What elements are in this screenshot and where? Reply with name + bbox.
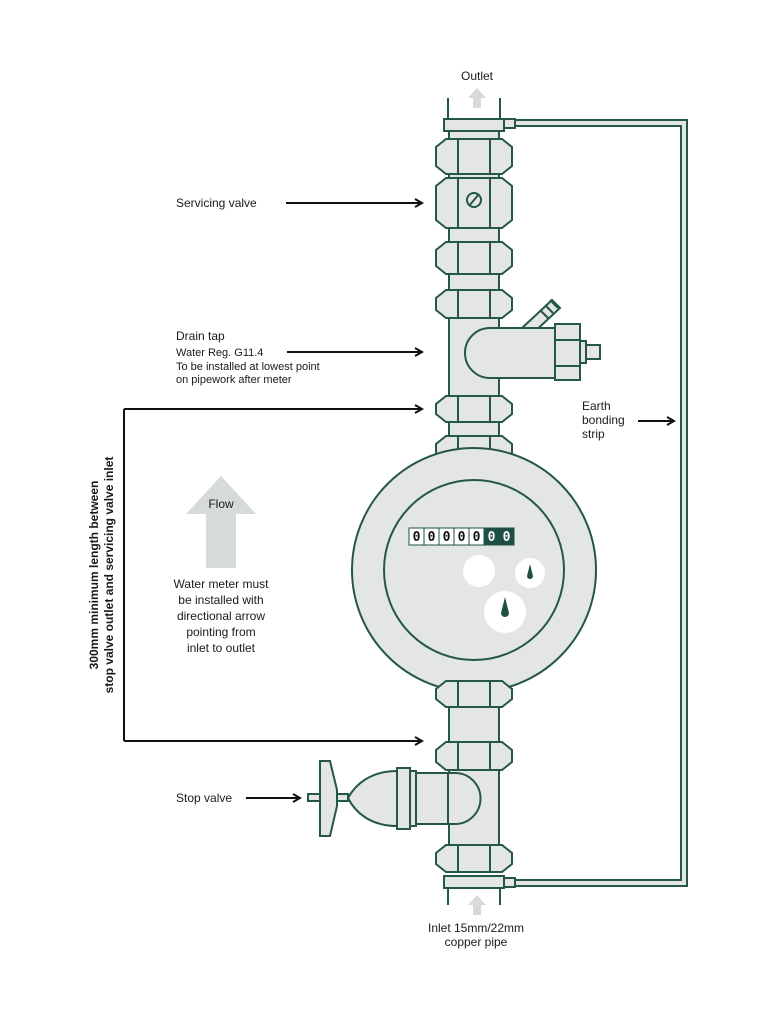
meter-note-line: inlet to outlet [187, 641, 256, 655]
counter-digit: 0 [413, 530, 421, 545]
nut-7 [435, 741, 513, 771]
counter-digit: 0 [488, 530, 496, 545]
inlet-label-1: Inlet 15mm/22mm [428, 921, 524, 935]
stop-valve [307, 760, 482, 837]
counter-digit: 0 [473, 530, 481, 545]
stop-valve-handle [319, 760, 338, 837]
counter-digit: 0 [428, 530, 436, 545]
flow-arrow-icon [186, 476, 256, 568]
counter-digit-box [498, 527, 515, 546]
nut-4 [435, 395, 513, 423]
inlet-arrow-icon [468, 895, 486, 915]
min-length-label-2: stop valve outlet and servicing valve in… [102, 457, 116, 694]
earth-label-3: strip [582, 427, 605, 441]
drain-tap-label-3: To be installed at lowest point [176, 361, 320, 373]
inlet-label-2: copper pipe [445, 935, 508, 949]
meter-note: Water meter must be installed with direc… [174, 577, 270, 655]
top-clamp [443, 118, 505, 132]
meter-note-line: pointing from [186, 625, 255, 639]
stop-valve-label: Stop valve [176, 791, 232, 805]
earth-label-2: bonding [582, 413, 625, 427]
earth-bonding-strip [502, 118, 688, 888]
nut-3 [435, 289, 513, 319]
dial-needle-icon [527, 564, 533, 579]
meter-note-line: be installed with [178, 593, 263, 607]
nut-2 [435, 241, 513, 275]
earth-label-1: Earth [582, 399, 611, 413]
drain-tap [464, 298, 601, 381]
flow-label: Flow [208, 497, 234, 511]
counter-digit: 0 [443, 530, 451, 545]
meter-note-line: directional arrow [177, 609, 265, 623]
counter-digit: 0 [503, 530, 511, 545]
valve-slot-icon [466, 192, 482, 208]
min-length-label-1: 300mm minimum length between [87, 481, 101, 670]
bottom-clamp [443, 875, 505, 889]
top-nut [435, 138, 513, 175]
drain-tap-label-2: Water Reg. G11.4 [176, 347, 263, 359]
dial-needle-icon [501, 597, 509, 617]
servicing-valve-body [435, 177, 513, 229]
counter-digit: 0 [458, 530, 466, 545]
outlet-arrow-icon [468, 88, 486, 108]
drain-tap-label-1: Drain tap [176, 329, 225, 343]
servicing-valve-label: Servicing valve [176, 196, 257, 210]
drain-tap-label-4: on pipework after meter [176, 374, 292, 386]
meter-note-line: Water meter must [174, 577, 270, 591]
nut-6 [435, 680, 513, 708]
outlet-label: Outlet [461, 69, 494, 83]
nut-8 [435, 844, 513, 873]
meter-dial-large-blank [463, 555, 495, 587]
